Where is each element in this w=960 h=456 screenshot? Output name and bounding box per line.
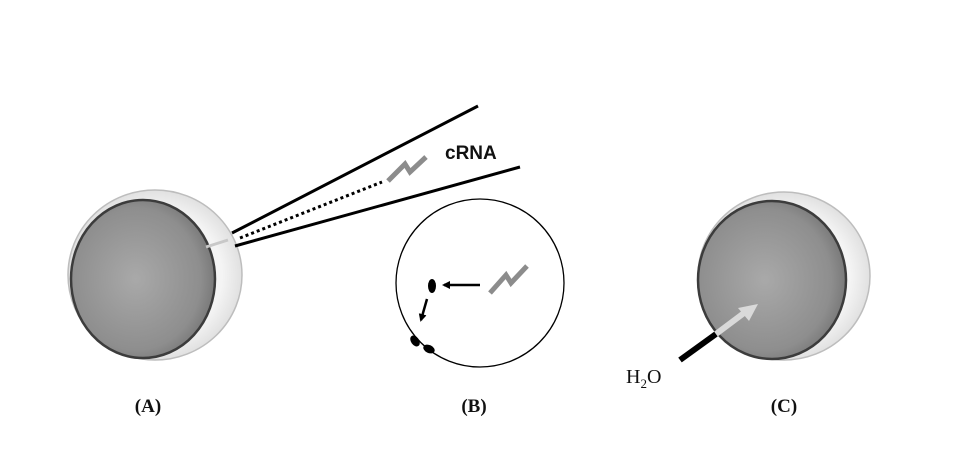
injection-pipette [205,104,521,249]
membrane-protein-dot-2 [423,344,435,354]
panel-label-a: (A) [135,396,161,417]
trafficking-arrow [418,298,429,322]
water-arrow-shaft-outside [678,331,718,363]
crna-squiggle-icon-b [488,264,529,295]
oocyte-animal-pole-a [69,198,217,360]
pipette-lower-edge [234,165,521,248]
water-arrow-head [738,304,758,321]
crna-squiggle-icon [386,155,428,183]
panel-a-oocyte [67,189,243,361]
pipette-tip [205,238,229,249]
crna-injection-path [239,180,383,240]
panel-b-cell [395,198,565,368]
water-arrow-shaft-inside [714,310,746,337]
pipette-upper-edge [231,104,479,235]
panel-label-c: (C) [771,396,797,417]
oocyte-animal-pole-c [696,199,848,361]
protein-dot [428,279,436,293]
panel-c-oocyte [678,191,871,363]
cell-outline [395,198,565,368]
crna-label: cRNA [445,143,497,164]
membrane-protein-dot-1 [410,335,420,347]
water-label: H2O [626,366,661,391]
panel-label-b: (B) [461,396,486,417]
